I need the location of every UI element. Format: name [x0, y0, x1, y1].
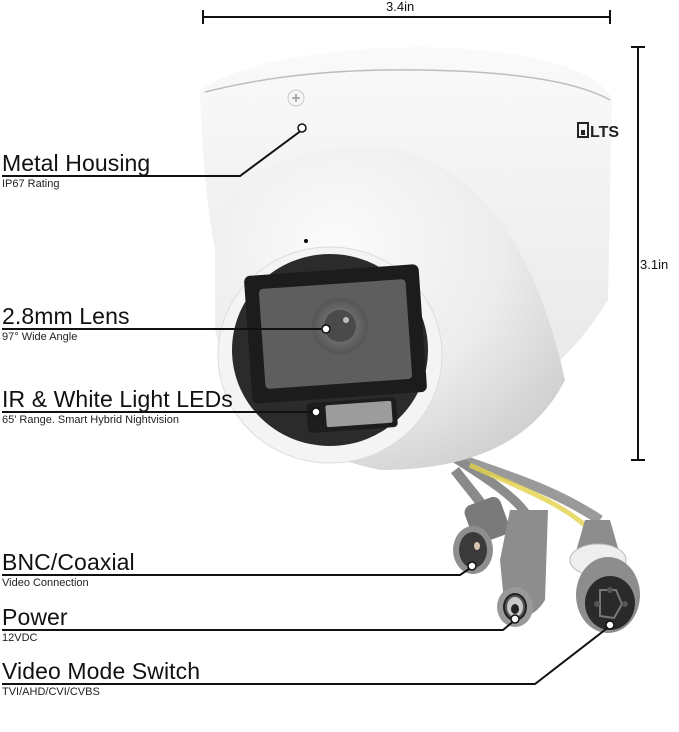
callout-title: IR & White Light LEDs: [2, 386, 233, 412]
video-mode-connector: [569, 520, 640, 633]
callout-title: BNC/Coaxial: [2, 549, 135, 575]
callout-metal-housing: Metal Housing IP67 Rating: [2, 151, 150, 191]
power-connector: [497, 510, 548, 627]
width-dimension-line: [202, 10, 611, 24]
callout-subtitle: TVI/AHD/CVI/CVBS: [2, 686, 100, 698]
callout-dots: [297, 123, 615, 630]
callout-lens: 2.8mm Lens 97° Wide Angle: [2, 304, 130, 344]
lts-logo: [577, 122, 589, 138]
width-dimension-label: 3.4in: [386, 0, 415, 14]
dot-lens: [321, 324, 331, 334]
callout-title: Power: [2, 604, 68, 630]
dot-leds: [311, 407, 321, 417]
callout-title: Metal Housing: [2, 150, 151, 176]
leader-bnc: [2, 566, 473, 576]
callout-subtitle: 65' Range. Smart Hybrid Nightvision: [2, 414, 179, 426]
callout-bnc: BNC/Coaxial Video Connection: [2, 550, 135, 590]
leader-power: [2, 619, 516, 631]
dot-housing: [297, 123, 307, 133]
callout-title: Video Mode Switch: [2, 658, 201, 684]
dot-video-mode: [605, 620, 615, 630]
callout-power: Power 12VDC: [2, 605, 68, 645]
callout-title: 2.8mm Lens: [2, 303, 130, 329]
leader-lines: [2, 129, 611, 685]
callout-subtitle: 12VDC: [2, 632, 38, 644]
callout-leds: IR & White Light LEDs 65' Range. Smart H…: [2, 387, 233, 427]
callout-subtitle: 97° Wide Angle: [2, 331, 78, 343]
callout-subtitle: Video Connection: [2, 577, 89, 589]
lts-logo-text: LTS: [590, 124, 619, 141]
dot-power: [510, 614, 520, 624]
callout-video-mode-switch: Video Mode Switch TVI/AHD/CVI/CVBS: [2, 659, 200, 699]
height-dimension-label: 3.1in: [640, 257, 669, 272]
leader-housing: [2, 129, 303, 177]
camera-housing: [200, 47, 612, 470]
dot-bnc: [467, 561, 477, 571]
leader-video-mode: [2, 625, 611, 685]
bnc-connector: [453, 496, 510, 574]
height-dimension-line: [631, 46, 645, 461]
callout-subtitle: IP67 Rating: [2, 178, 60, 190]
